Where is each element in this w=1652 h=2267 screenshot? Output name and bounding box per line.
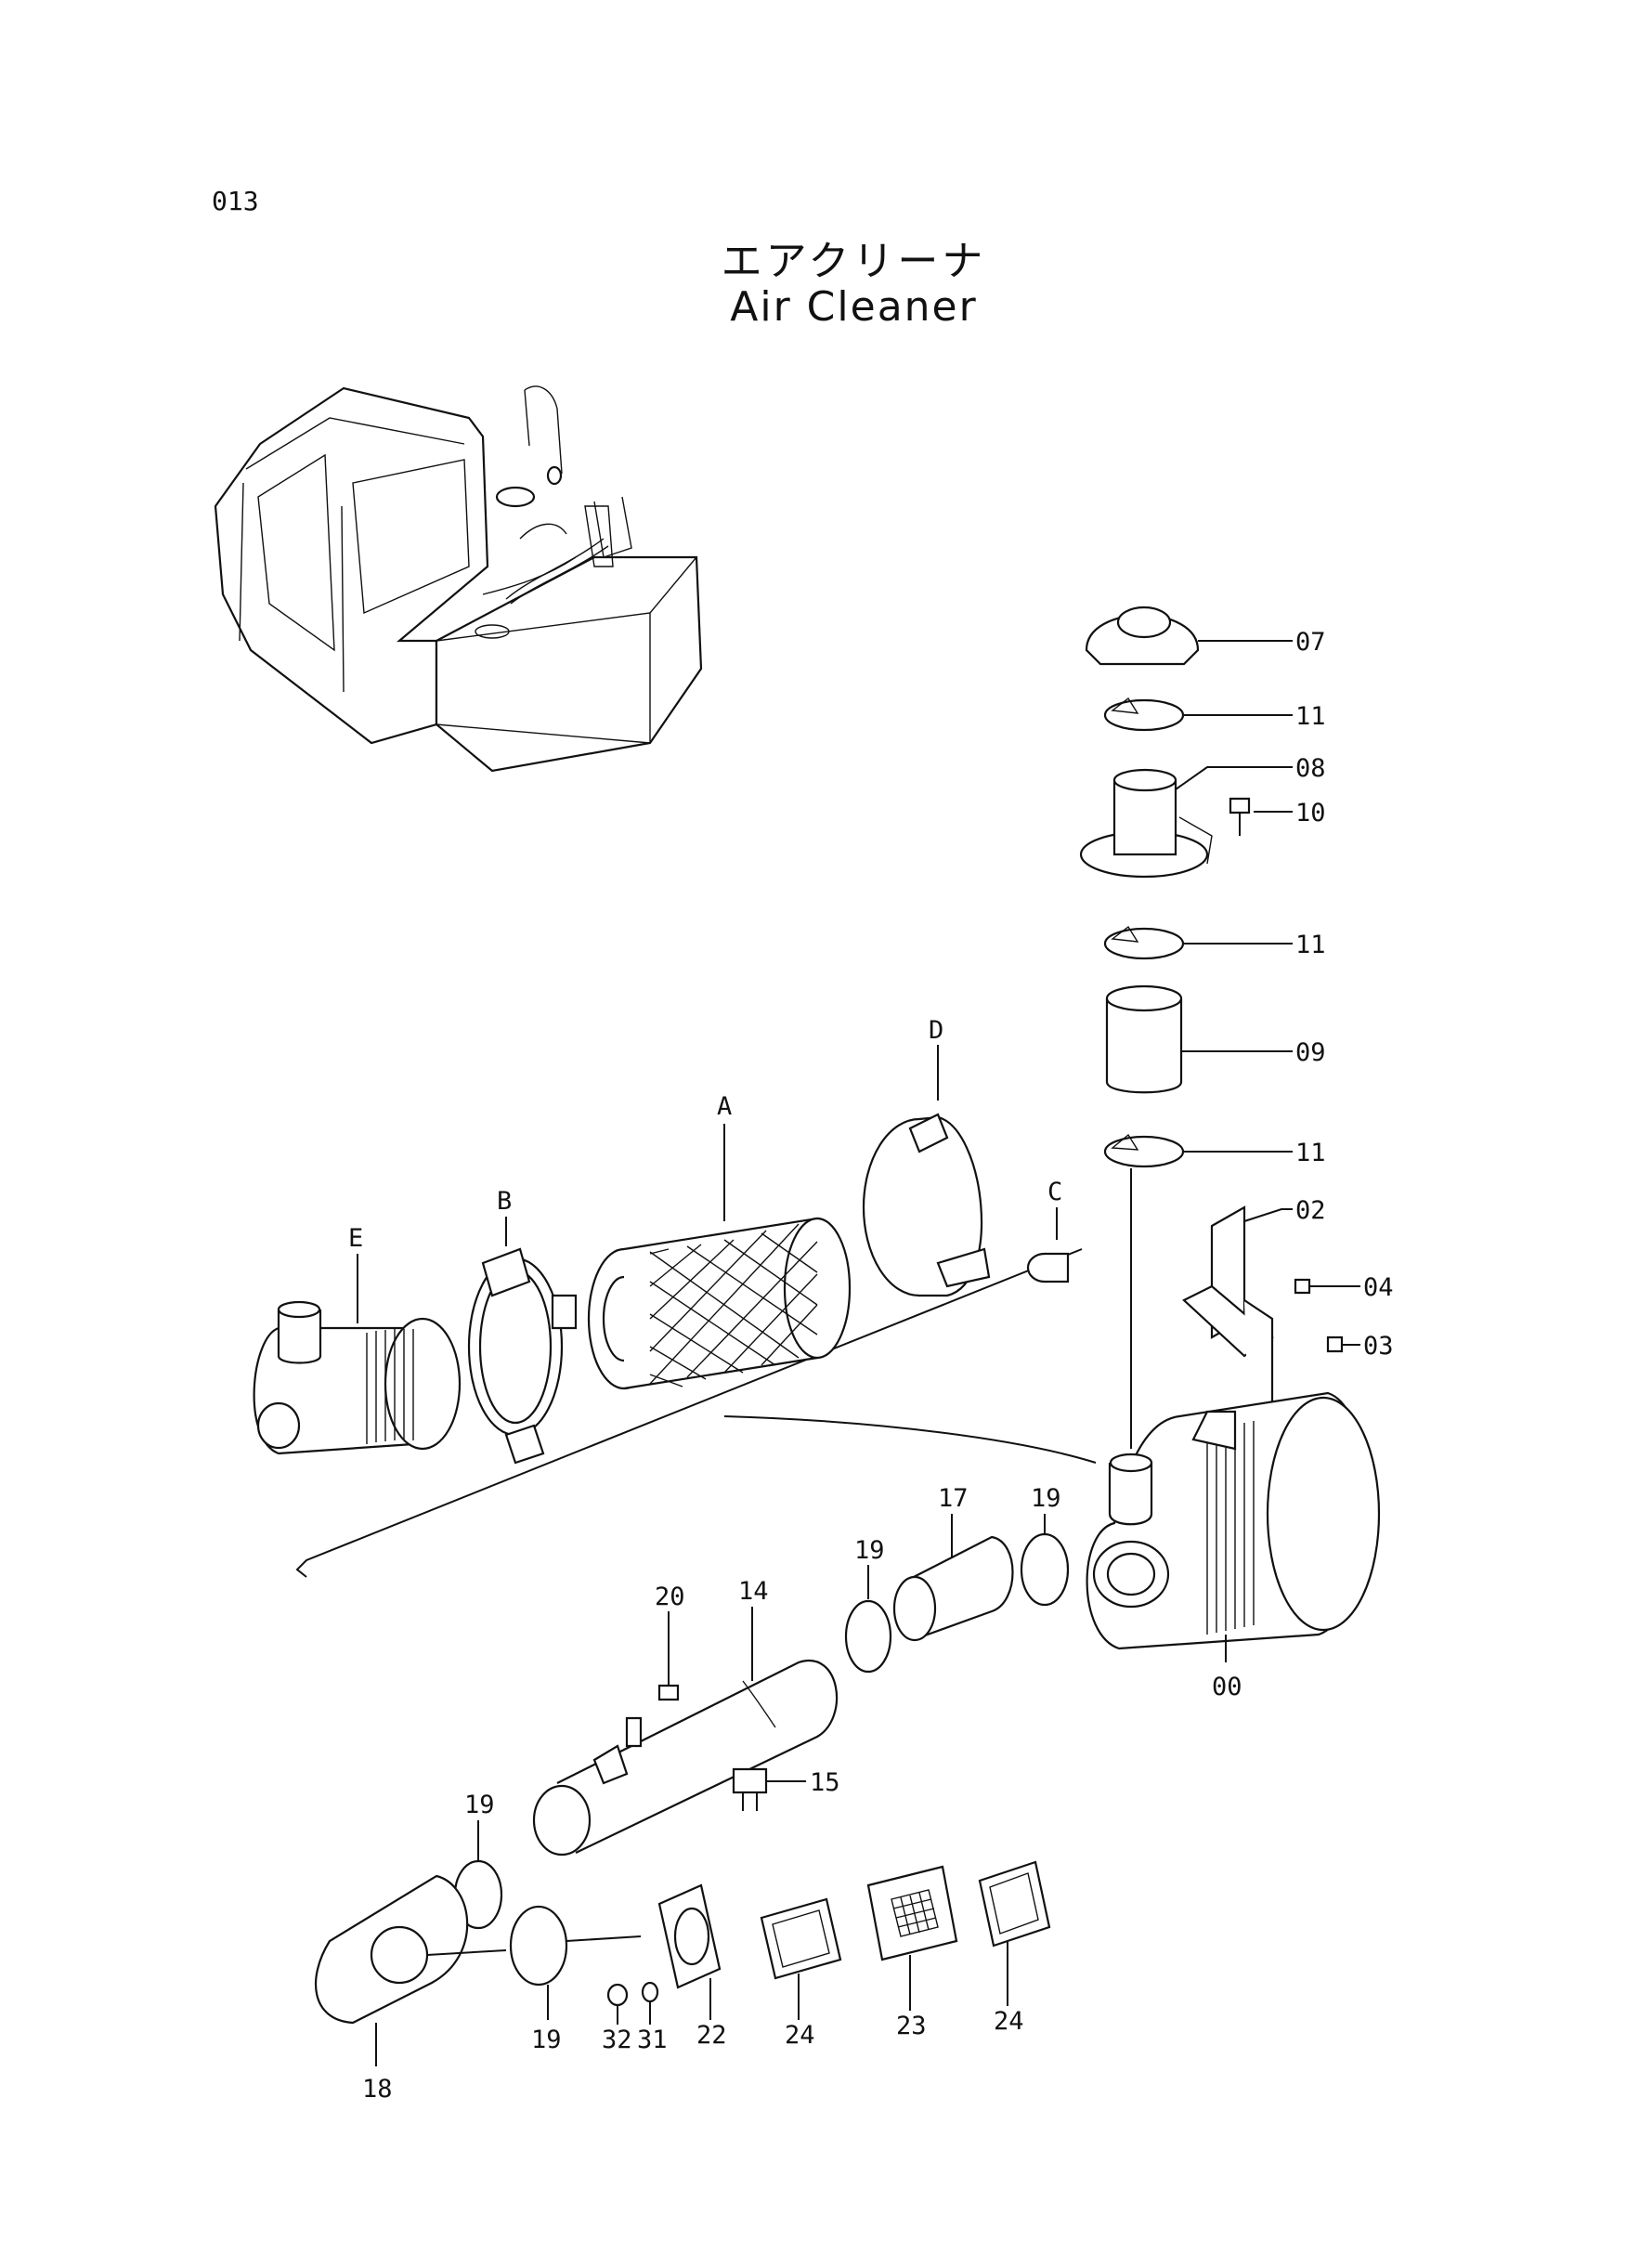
callout-08: 08 [1295, 754, 1326, 783]
title-japanese: エアクリーナ [721, 238, 987, 285]
callout-15: 15 [810, 1768, 840, 1797]
callout-D: D [929, 1016, 943, 1045]
callout-19-right: 19 [1031, 1484, 1061, 1513]
callout-labels: 07 11 08 10 11 09 11 02 04 03 D A C B E … [348, 628, 1394, 2104]
callout-07: 07 [1295, 628, 1326, 657]
callout-03: 03 [1363, 1332, 1394, 1361]
callout-24-right: 24 [994, 2007, 1024, 2036]
callout-24-left: 24 [785, 2021, 815, 2050]
page-number: 013 [212, 186, 259, 216]
callout-31: 31 [637, 2026, 668, 2054]
title-english: Air Cleaner [730, 283, 978, 331]
callout-19-bottom: 19 [531, 2026, 562, 2054]
callout-00: 00 [1212, 1673, 1242, 1701]
callout-02: 02 [1295, 1196, 1326, 1225]
callout-22: 22 [696, 2021, 727, 2050]
callout-11-low: 11 [1295, 1139, 1326, 1167]
callout-09: 09 [1295, 1038, 1326, 1067]
callout-17: 17 [938, 1484, 969, 1513]
callout-E: E [348, 1224, 363, 1253]
air-cleaner-exploded-parts [253, 1045, 1097, 1578]
callout-04: 04 [1363, 1273, 1394, 1302]
callout-11-top: 11 [1295, 702, 1326, 731]
intake-stack-group [1079, 606, 1293, 1449]
callout-11-mid: 11 [1295, 931, 1326, 959]
callout-C: C [1047, 1178, 1062, 1206]
callout-B: B [497, 1187, 512, 1216]
callout-19-left: 19 [464, 1791, 495, 1819]
callout-A: A [717, 1092, 732, 1121]
excavator-overview-illustration [214, 385, 703, 773]
callout-20: 20 [655, 1583, 685, 1611]
callout-32: 32 [602, 2026, 632, 2054]
callout-14: 14 [738, 1577, 769, 1606]
air-cleaner-assembly-00 [1086, 1391, 1381, 1662]
callout-23: 23 [896, 2012, 927, 2040]
callout-19-mid: 19 [854, 1536, 885, 1565]
callout-18: 18 [362, 2075, 393, 2104]
intake-pipe-train [314, 1514, 1070, 2066]
callout-10: 10 [1295, 799, 1326, 827]
